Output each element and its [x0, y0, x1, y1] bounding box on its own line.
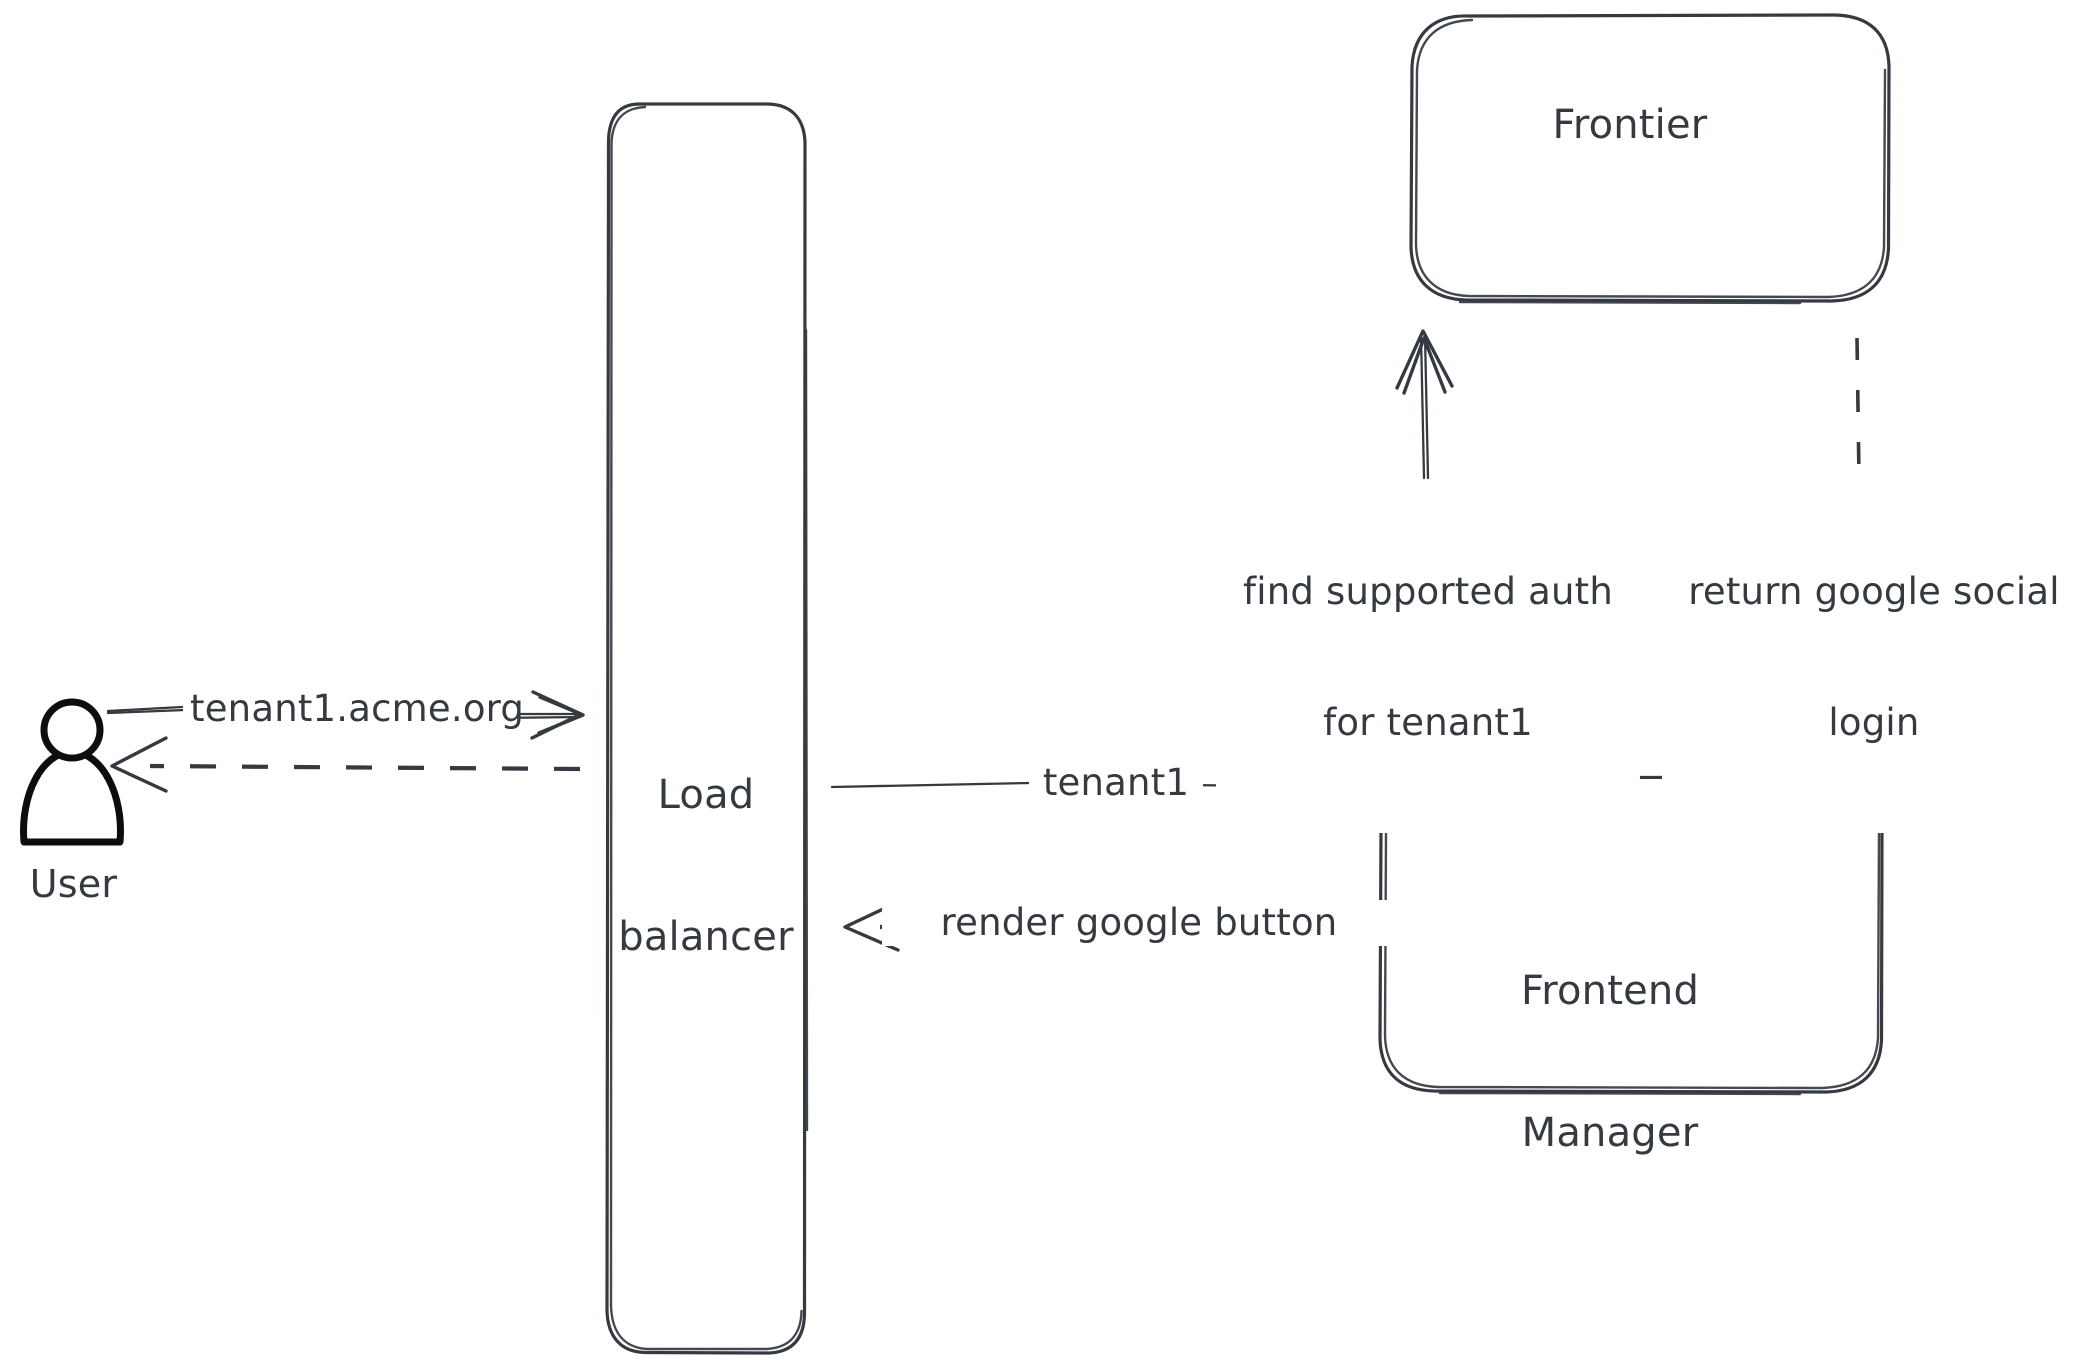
edge-label-tenant1: tenant1	[1029, 760, 1203, 806]
edge-label-return-google-social-login-line2: login	[1828, 701, 1920, 745]
node-load-balancer[interactable]	[605, 102, 809, 1355]
actor-label-user: User	[29, 862, 118, 906]
edge-label-return-google-social-login: return google social login	[1662, 482, 2083, 834]
edge-label-find-supported-auth: find supported auth for tenant1	[1216, 482, 1640, 834]
edge-load-balancer-to-user	[110, 736, 581, 793]
edge-label-tenant-acme-org: tenant1.acme.org	[183, 686, 524, 732]
edge-label-find-supported-auth-line1: find supported auth	[1243, 570, 1613, 614]
node-label-load-balancer: Load balancer	[596, 678, 816, 1056]
actor-user[interactable]	[20, 698, 124, 846]
node-label-load-balancer-line1: Load	[657, 772, 755, 819]
node-label-frontend-manager: Frontend Manager	[1400, 874, 1820, 1252]
node-frontier[interactable]	[1409, 13, 1891, 305]
node-label-frontend-manager-line1: Frontend	[1520, 968, 1700, 1015]
edge-label-render-google-button: render google button	[882, 900, 1396, 946]
edge-label-return-google-social-login-line1: return google social	[1688, 570, 2060, 614]
edge-label-find-supported-auth-line2: for tenant1	[1323, 701, 1533, 745]
node-label-frontier: Frontier	[1552, 102, 1708, 148]
node-label-load-balancer-line2: balancer	[618, 913, 794, 960]
node-label-frontend-manager-line2: Manager	[1521, 1109, 1699, 1156]
